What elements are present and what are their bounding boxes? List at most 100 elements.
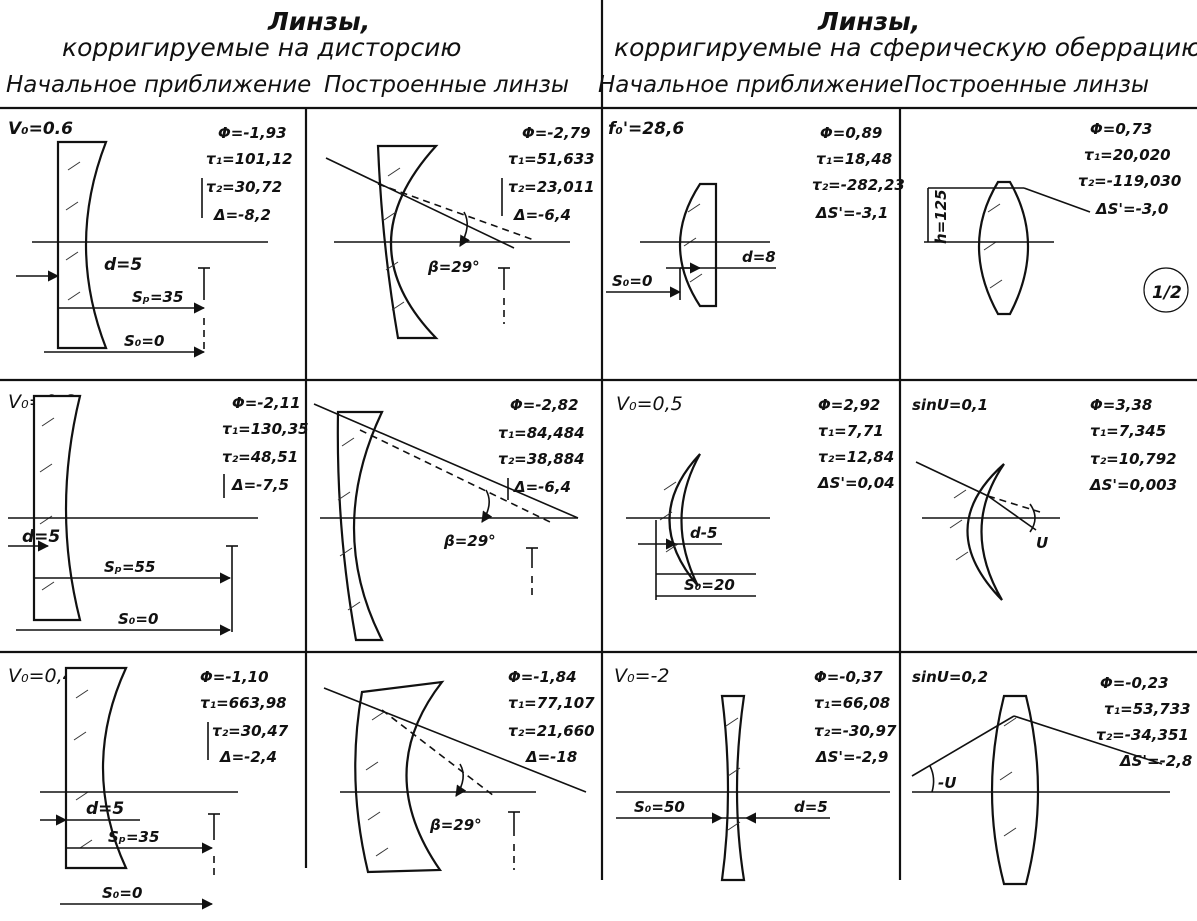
object-distance-label: S₀=50 bbox=[634, 798, 685, 816]
object-distance-label: S₀=20 bbox=[684, 576, 735, 594]
power-value: Φ=-1,84 bbox=[508, 668, 577, 686]
meniscus-lens bbox=[336, 410, 384, 642]
radius1-value: τ₁=7,345 bbox=[1090, 422, 1166, 440]
cell-r3-distortion-initial: V₀=0,4 Φ=-1,10 τ₁=663,98 τ₂=30,47 Δ=-2,4… bbox=[8, 665, 289, 910]
radius1-value: τ₁=53,733 bbox=[1104, 700, 1191, 718]
marginal-ray bbox=[915, 461, 989, 497]
radius2-value: τ₂=38,884 bbox=[498, 450, 585, 468]
radius2-value: τ₂=-282,23 bbox=[812, 176, 905, 194]
cell-r2-distortion-initial: V₀=0,6 Φ=-2,11 τ₁=130,35 τ₂=48,51 Δ=-7,5… bbox=[8, 391, 309, 636]
radius2-value: τ₂=-34,351 bbox=[1096, 726, 1189, 744]
chief-ray bbox=[325, 157, 515, 249]
spherical-aberration-value: ΔS'=-3,1 bbox=[815, 204, 888, 222]
column-header-built-spherical: Построенные линзы bbox=[904, 72, 1149, 98]
power-value: Φ=0,73 bbox=[1090, 120, 1152, 138]
radius2-value: τ₂=30,72 bbox=[206, 178, 282, 196]
cell-r1-spherical-built: Φ=0,73 τ₁=20,020 τ₂=-119,030 ΔS'=-3,0 h=… bbox=[924, 120, 1189, 316]
distortion-value: Δ=-6,4 bbox=[513, 478, 571, 496]
pupil-distance-label: Sₚ=35 bbox=[108, 828, 159, 846]
positive-lens bbox=[990, 694, 1040, 886]
power-value: Φ=-0,23 bbox=[1100, 674, 1169, 692]
power-value: Φ=0,89 bbox=[820, 124, 882, 142]
chief-ray-extension bbox=[359, 429, 551, 523]
chief-ray bbox=[323, 687, 587, 793]
page-mark bbox=[1143, 267, 1189, 313]
radius1-value: τ₁=20,020 bbox=[1084, 146, 1171, 164]
radius1-value: τ₁=66,08 bbox=[814, 694, 890, 712]
pupil-distance-label: Sₚ=55 bbox=[104, 558, 155, 576]
field-velocity: V₀=0,4 bbox=[8, 665, 75, 687]
cell-r1-distortion-built: Φ=-2,79 τ₁=51,633 τ₂=23,011 Δ=-6,4 β=29° bbox=[325, 124, 595, 340]
object-distance-label: S₀=0 bbox=[118, 610, 158, 628]
aperture-angle-symbol: U bbox=[1036, 534, 1048, 552]
object-distance-label: S₀=0 bbox=[612, 272, 652, 290]
power-value: Φ=-2,79 bbox=[522, 124, 591, 142]
column-header-initial-spherical: Начальное приближение bbox=[598, 72, 903, 98]
thickness-label: d=5 bbox=[104, 255, 142, 275]
distortion-value: Δ=-18 bbox=[525, 748, 577, 766]
pupil-distance-label: Sₚ=35 bbox=[132, 288, 183, 306]
positive-lens bbox=[978, 180, 1029, 316]
radius1-value: τ₁=101,12 bbox=[206, 150, 293, 168]
radius1-value: τ₁=7,71 bbox=[818, 422, 884, 440]
power-value: Φ=-2,82 bbox=[510, 396, 579, 414]
header-left-title: Линзы, bbox=[267, 7, 370, 36]
radius1-value: τ₁=130,35 bbox=[222, 420, 309, 438]
distortion-value: Δ=-7,5 bbox=[231, 476, 289, 494]
header-right-title: Линзы, bbox=[817, 7, 920, 36]
power-value: Φ=-1,93 bbox=[218, 124, 287, 142]
header-right-subtitle: корригируемые на сферическую оберрацию bbox=[614, 33, 1197, 62]
spherical-aberration-value: ΔS'=-2,9 bbox=[815, 748, 888, 766]
spherical-aberration-value: ΔS'=-3,0 bbox=[1095, 200, 1168, 218]
aperture-angle-label: sinU=0,1 bbox=[912, 396, 988, 414]
field-angle-label: β=29° bbox=[443, 532, 496, 550]
spherical-aberration-value: ΔS'=0,003 bbox=[1089, 476, 1177, 494]
radius2-value: τ₂=-30,97 bbox=[814, 722, 897, 740]
field-velocity: V₀=0,5 bbox=[616, 393, 683, 415]
field-angle-label: β=29° bbox=[429, 816, 482, 834]
column-header-built-distortion: Построенные линзы bbox=[324, 72, 569, 98]
radius2-value: τ₂=30,47 bbox=[212, 722, 289, 740]
spherical-aberration-value: ΔS'=0,04 bbox=[817, 474, 895, 492]
table-grid bbox=[0, 0, 1197, 880]
radius2-value: τ₂=21,660 bbox=[508, 722, 595, 740]
power-value: Φ=3,38 bbox=[1090, 396, 1152, 414]
meniscus-lens bbox=[668, 453, 701, 587]
meniscus-lens bbox=[56, 140, 108, 350]
distortion-value: Δ=-8,2 bbox=[213, 206, 271, 224]
radius2-value: τ₂=23,011 bbox=[508, 178, 595, 196]
radius1-value: τ₁=84,484 bbox=[498, 424, 585, 442]
distortion-value: Δ=-2,4 bbox=[219, 748, 277, 766]
radius1-value: τ₁=663,98 bbox=[200, 694, 287, 712]
marginal-ray bbox=[911, 715, 1015, 777]
aperture-angle-symbol: -U bbox=[938, 774, 956, 792]
thickness-label: d-5 bbox=[690, 524, 717, 542]
object-distance-label: S₀=0 bbox=[102, 884, 142, 902]
cell-r2-spherical-built: sinU=0,1 Φ=3,38 τ₁=7,345 τ₂=10,792 ΔS'=0… bbox=[912, 396, 1177, 601]
radius2-value: τ₂=12,84 bbox=[818, 448, 894, 466]
field-velocity: V₀=-2 bbox=[614, 665, 669, 687]
meniscus-lens bbox=[354, 680, 445, 874]
spherical-aberration-value: ΔS'=-2,8 bbox=[1119, 752, 1192, 770]
aperture-angle-label: sinU=0,2 bbox=[912, 668, 988, 686]
header-left-subtitle: корригируемые на дисторсию bbox=[62, 33, 461, 62]
positive-lens bbox=[678, 182, 718, 308]
chief-ray-extension bbox=[377, 183, 535, 241]
power-value: Φ=-0,37 bbox=[814, 668, 883, 686]
radius1-value: τ₁=77,107 bbox=[508, 694, 595, 712]
thickness-label: d=8 bbox=[742, 248, 776, 266]
focal-length-label: f₀'=28,6 bbox=[608, 119, 684, 139]
page-mark-text: 1/2 bbox=[1152, 283, 1182, 303]
radius2-value: τ₂=-119,030 bbox=[1078, 172, 1181, 190]
negative-lens bbox=[720, 694, 746, 882]
power-value: Φ=-1,10 bbox=[200, 668, 269, 686]
ray-height-label: h=125 bbox=[932, 189, 950, 244]
distortion-value: Δ=-6,4 bbox=[513, 206, 571, 224]
power-value: Φ=2,92 bbox=[818, 396, 880, 414]
cell-r3-spherical-built: sinU=0,2 Φ=-0,23 τ₁=53,733 τ₂=-34,351 ΔS… bbox=[911, 668, 1192, 886]
meniscus-lens bbox=[64, 666, 128, 870]
radius1-value: τ₁=51,633 bbox=[508, 150, 595, 168]
field-angle-label: β=29° bbox=[427, 258, 480, 276]
meniscus-lens bbox=[32, 394, 82, 622]
object-distance-label: S₀=0 bbox=[124, 332, 164, 350]
